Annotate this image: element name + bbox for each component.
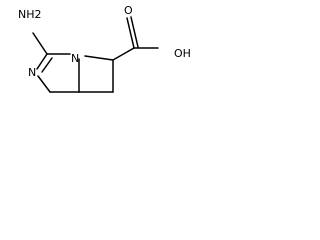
bond-carbonyl-left xyxy=(126,17,135,49)
atom-label-o-carbonyl: O xyxy=(124,4,133,17)
chemical-structure-diagram: NH2 N N O OH xyxy=(18,4,191,93)
bond-c-n-imine-double xyxy=(41,57,53,73)
atom-label-nh2: NH2 xyxy=(18,8,42,21)
bond-c-nh2 xyxy=(32,32,48,55)
bond-n-ch2 xyxy=(37,75,51,93)
atom-label-oh: OH xyxy=(174,47,191,60)
bond-carbonyl-right xyxy=(130,16,139,48)
atom-label-n-imine: N xyxy=(28,66,36,79)
bond-c-n-imine xyxy=(36,53,48,70)
atom-label-n-bridgehead: N xyxy=(71,52,79,65)
bond-n-bridge-ch xyxy=(84,55,114,61)
bond-ring-carboxyl xyxy=(112,47,135,61)
